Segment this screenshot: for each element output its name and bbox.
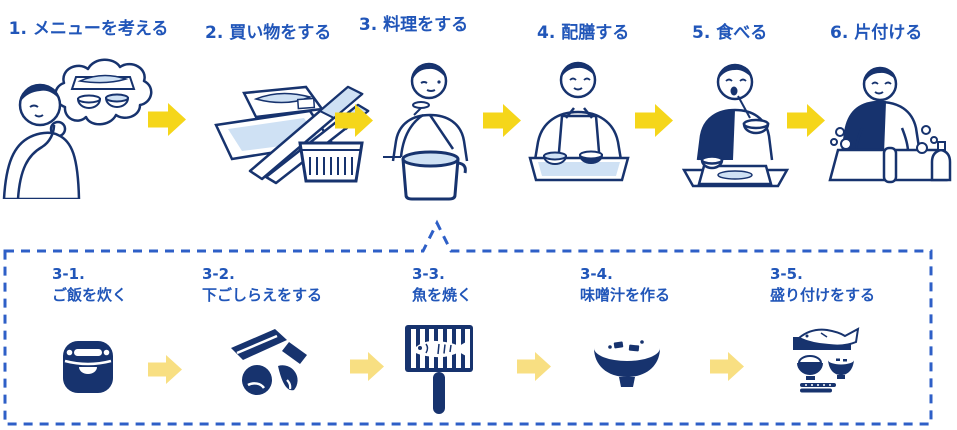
thinking-person-illustration — [2, 58, 153, 199]
fish-grill-icon — [405, 325, 473, 414]
step-2-label: 2. 買い物をする — [205, 23, 332, 43]
sub-step-2: 3-2. 下ごしらえをする — [202, 264, 322, 306]
sub-step-5-number: 3-5. — [770, 265, 803, 283]
sub-step-5: 3-5. 盛り付けをする — [770, 264, 875, 306]
cooking-person-illustration — [383, 62, 469, 201]
sub-step-5-label: 盛り付けをする — [770, 286, 876, 304]
step-3-label: 3. 料理をする — [347, 2, 480, 43]
serving-person-illustration — [528, 61, 630, 182]
arrow-icon — [517, 352, 551, 381]
arrow-icon — [335, 104, 373, 137]
step-1-label: 1. メニューを考える — [9, 9, 168, 43]
washing-person-illustration — [828, 66, 952, 184]
sink — [828, 146, 948, 184]
sub-step-3-number: 3-3. — [412, 265, 445, 283]
arrow-icon — [710, 352, 744, 381]
sub-step-1-number: 3-1. — [52, 265, 85, 283]
plated-meal-icon — [793, 327, 860, 393]
arrow-icon — [483, 104, 521, 137]
arrow-icon — [148, 355, 182, 384]
sub-step-2-label: 下ごしらえをする — [202, 286, 323, 304]
step-6-label: 6. 片付ける — [830, 23, 923, 43]
shopping-basket — [298, 141, 364, 183]
eating-person-illustration — [681, 63, 790, 188]
rice-cooker-icon — [63, 341, 113, 393]
arrow-icon — [635, 104, 673, 137]
serving-tray — [528, 150, 630, 182]
dining-table — [681, 155, 790, 188]
knife-and-vegetables-icon — [231, 329, 307, 395]
detergent-bottle — [930, 141, 952, 182]
cooking-pot — [401, 150, 467, 201]
step-5-label: 5. 食べる — [692, 23, 768, 43]
sub-step-4-number: 3-4. — [580, 265, 613, 283]
sub-step-3-label: 魚を焼く — [412, 286, 473, 304]
sub-step-2-number: 3-2. — [202, 265, 235, 283]
sub-step-4-label: 味噌汁を作る — [580, 286, 671, 304]
arrow-icon — [787, 104, 825, 137]
step-4-label: 4. 配膳する — [537, 23, 630, 43]
sub-step-3: 3-3. 魚を焼く — [412, 264, 472, 306]
sub-step-4: 3-4. 味噌汁を作る — [580, 264, 670, 306]
arrow-icon — [148, 103, 186, 136]
sub-step-1-label: ご飯を炊く — [52, 286, 128, 304]
thinking-person — [2, 83, 81, 199]
arrow-icon — [350, 352, 384, 381]
sub-step-1: 3-1. ご飯を炊く — [52, 264, 127, 306]
miso-soup-bowl-icon — [594, 338, 660, 387]
soap-bubbles — [830, 125, 938, 154]
